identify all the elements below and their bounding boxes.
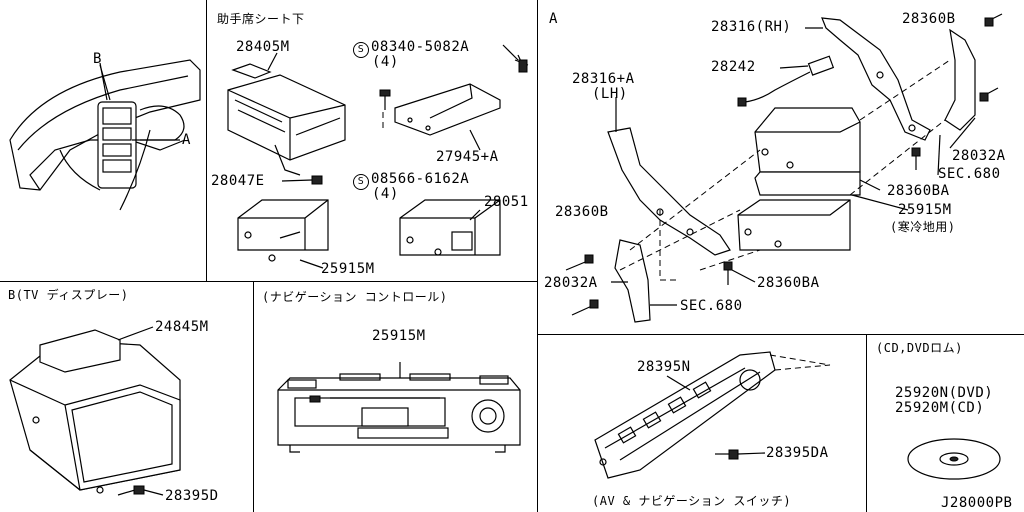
part-24845m: 24845M	[155, 319, 209, 335]
disc-drawing	[907, 438, 1001, 480]
tv-screw-drawing	[117, 485, 145, 496]
part-28405m: 28405M	[236, 39, 290, 55]
tv-display-title: B(TV ディスプレー)	[8, 288, 129, 302]
part-27945a: 27945+A	[436, 149, 499, 165]
part-28360b-left: 28360B	[555, 204, 609, 220]
bracket-lh-drawing	[607, 127, 731, 256]
part-25920n-dvd: 25920N(DVD)	[895, 385, 994, 401]
part-28360b-top: 28360B	[902, 11, 956, 27]
part-28032a-right: 28032A	[952, 148, 1006, 164]
part-08340-number: 08340-5082A	[371, 39, 470, 55]
nav-unit-drawing	[227, 63, 346, 176]
overview-label-a: A	[182, 132, 191, 148]
section-a-label: A	[549, 11, 558, 27]
screws-passenger-drawing	[311, 54, 529, 185]
passenger-seat-title: 助手席シート下	[217, 12, 305, 26]
dvd-drive-mount-drawing	[737, 107, 861, 251]
part-25915m-note: (寒冷地用)	[890, 220, 956, 234]
part-25915m-mount: 25915M	[898, 202, 952, 218]
part-28395d: 28395D	[165, 488, 219, 504]
screw-marker-icon: S	[353, 42, 369, 58]
disc-title: (CD,DVDロム)	[876, 341, 963, 355]
part-08566-number: 08566-6162A	[371, 171, 470, 187]
overview-label-b: B	[93, 51, 102, 67]
sec-680-bottom: SEC.680	[680, 298, 743, 314]
part-25915m-nav: 25915M	[372, 328, 426, 344]
qty-08566: (4)	[372, 186, 399, 202]
part-25915m-seat: 25915M	[321, 261, 375, 277]
bracket-28032a-drawing	[614, 28, 976, 323]
part-25920m-cd: 25920M(CD)	[895, 400, 985, 416]
divider-h-left	[0, 281, 537, 282]
screw-marker-icon: S	[353, 174, 369, 190]
divider-v3	[253, 281, 254, 512]
part-28242: 28242	[711, 59, 756, 75]
qty-08340: (4)	[372, 54, 399, 70]
divider-v1	[206, 0, 207, 281]
sensor-28242-drawing	[737, 55, 835, 107]
part-28395da: 28395DA	[766, 445, 829, 461]
cd-unit-drawing	[237, 199, 329, 262]
tv-display-drawing	[9, 329, 181, 494]
bracket-rh-drawing	[821, 17, 931, 141]
diagram-code: J28000PB	[941, 495, 1013, 511]
sec-680-right: SEC.680	[938, 166, 1001, 182]
part-28051: 28051	[484, 194, 529, 210]
part-28316-lh-side: (LH)	[592, 86, 628, 102]
av-switch-panel-drawing	[594, 351, 831, 479]
part-28360ba-bottom: 28360BA	[757, 275, 820, 291]
part-28047e: 28047E	[211, 173, 265, 189]
dashboard-overview-drawing	[9, 59, 201, 211]
divider-v2	[537, 0, 538, 512]
divider-v4	[866, 334, 867, 512]
part-28360ba-right: 28360BA	[887, 183, 950, 199]
divider-h-right	[537, 334, 1024, 335]
part-28032a-left: 28032A	[544, 275, 598, 291]
bracket-27945-drawing	[394, 83, 501, 136]
tv-tuner-drawing	[399, 199, 501, 256]
part-28316-rh: 28316(RH)	[711, 19, 792, 35]
leader-lines	[99, 27, 976, 496]
part-28316-lh: 28316+A	[572, 71, 635, 87]
nav-control-title: (ナビゲーション コントロール)	[262, 290, 448, 304]
mount-screws-drawing	[565, 13, 1003, 316]
nav-control-panel-drawing	[277, 373, 521, 453]
part-28395n: 28395N	[637, 359, 691, 375]
av-switch-caption: (AV & ナビゲーション スイッチ)	[592, 494, 792, 508]
